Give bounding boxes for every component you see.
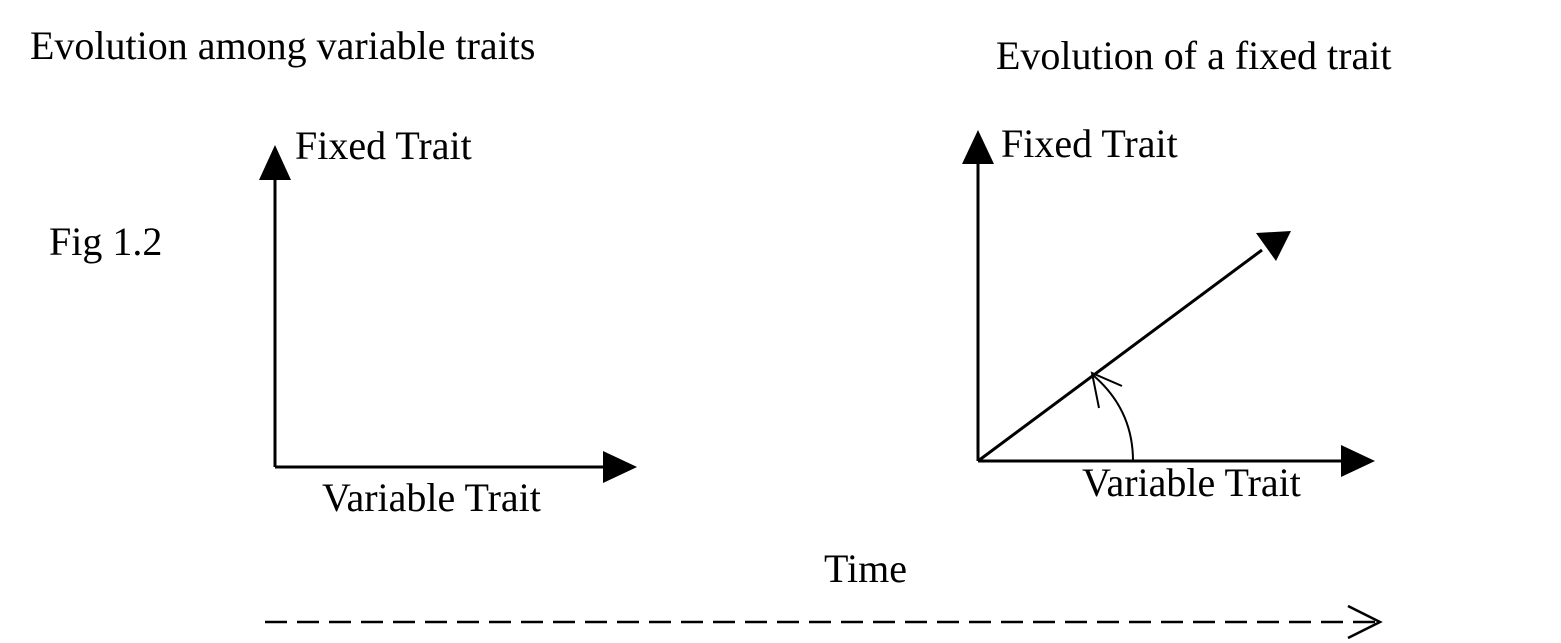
left-axes: [259, 145, 637, 483]
angle-arc-arrowhead: [1090, 371, 1123, 409]
right-y-axis-label: Fixed Trait: [1001, 121, 1178, 166]
right-x-axis-arrowhead: [1341, 445, 1375, 477]
right-x-axis-label: Variable Trait: [1082, 460, 1301, 505]
left-panel-title: Evolution among variable traits: [30, 23, 536, 68]
trajectory-vector-line: [977, 248, 1263, 463]
left-x-axis-arrowhead: [603, 451, 637, 483]
right-axes: [962, 130, 1375, 477]
right-panel-title: Evolution of a fixed trait: [996, 33, 1392, 78]
left-y-axis-arrowhead: [259, 145, 291, 180]
figure-label: Fig 1.2: [49, 219, 163, 264]
left-x-axis-label: Variable Trait: [322, 475, 541, 520]
timeline-open-arrowhead: [1347, 604, 1383, 640]
angle-arc: [1093, 375, 1134, 462]
timeline-label: Time: [824, 546, 908, 591]
left-y-axis-label: Fixed Trait: [295, 123, 472, 168]
timeline-arrow: [265, 604, 1383, 640]
right-y-axis-arrowhead: [962, 130, 994, 164]
trajectory-vector-arrowhead: [1256, 231, 1291, 261]
